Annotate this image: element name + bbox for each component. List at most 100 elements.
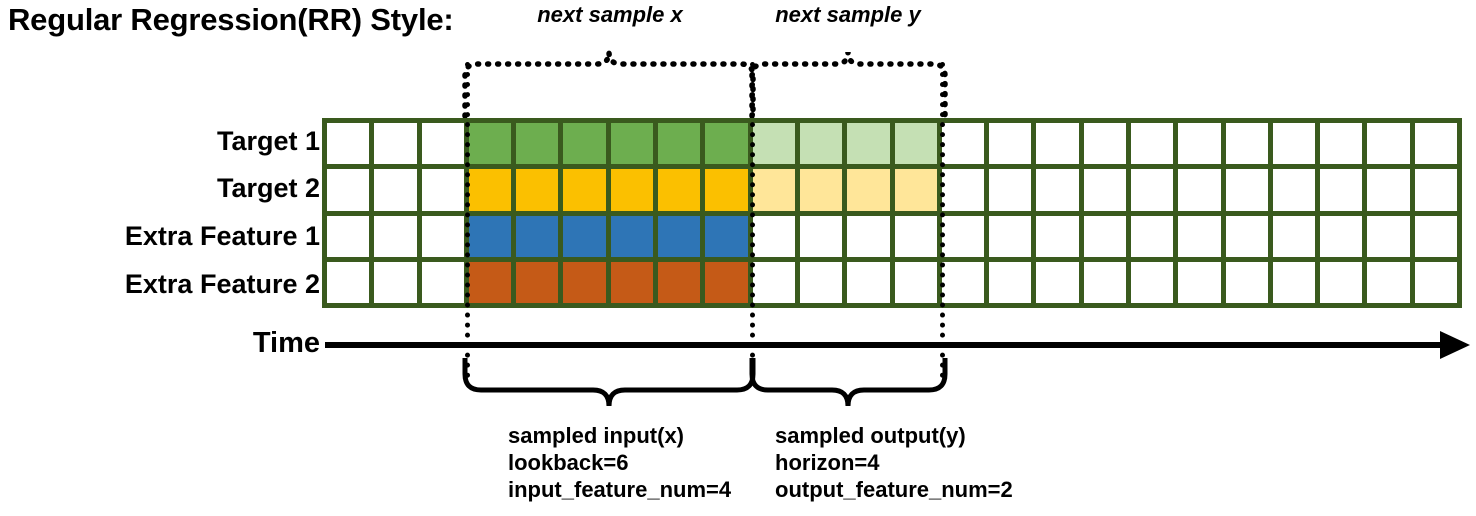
grid-cell-r1-c13-output: [894, 123, 937, 165]
divider-output-end: [940, 62, 945, 378]
grid-cell-r3-c16-empty: [1036, 215, 1079, 257]
grid-cell-r2-c21-empty: [1272, 169, 1316, 211]
grid-cell-r4-c14-empty: [941, 261, 985, 303]
grid-cell-r3-c15-empty: [989, 215, 1032, 257]
grid-cell-r1-c14-empty: [941, 123, 985, 165]
grid-cell-r3-c17-empty: [1083, 215, 1126, 257]
caption-output-line3: output_feature_num=2: [775, 477, 1013, 502]
grid-cell-r2-c6-input: [563, 169, 606, 211]
grid-cell-r1-c4-input: [468, 123, 512, 165]
grid-cell-r3-c6-input: [563, 215, 606, 257]
grid-cell-r3-c11-empty: [799, 215, 843, 257]
grid-cell-r2-c4-input: [468, 169, 512, 211]
grid-cell-r4-c2-empty: [374, 261, 417, 303]
grid-cell-r1-c9-input: [705, 123, 748, 165]
divider-input-start: [465, 62, 470, 378]
grid-cell-r3-c4-input: [468, 215, 512, 257]
grid-cell-r4-c24-empty: [1414, 261, 1457, 303]
row-label-target-1: Target 1: [216, 126, 320, 156]
grid-cell-r4-c16-empty: [1036, 261, 1079, 303]
grid-cell-r3-c13-empty: [894, 215, 937, 257]
grid-cell-r3-c10-empty: [752, 215, 795, 257]
grid-cell-r3-c5-input: [516, 215, 559, 257]
grid-cell-r2-c14-empty: [941, 169, 985, 211]
grid-cell-r2-c2-empty: [374, 169, 417, 211]
grid-cell-r4-c7-input: [610, 261, 654, 303]
grid-cell-r2-c19-empty: [1178, 169, 1221, 211]
caption-input-line3: input_feature_num=4: [508, 477, 732, 502]
grid-cell-r2-c20-empty: [1225, 169, 1268, 211]
divider-input-output: [750, 62, 755, 378]
caption-sampled-output: sampled output(y) horizon=4 output_featu…: [775, 422, 1013, 503]
grid-cell-r3-c8-input: [658, 215, 701, 257]
grid-cell-r1-c23-empty: [1367, 123, 1410, 165]
grid-cell-r4-c4-input: [468, 261, 512, 303]
grid-cell-r1-c22-empty: [1320, 123, 1363, 165]
grid-cell-r4-c3-empty: [421, 261, 464, 303]
brace-next-sample-x: [462, 51, 756, 118]
grid-cell-r3-c22-empty: [1320, 215, 1363, 257]
grid-cell-r1-c2-empty: [374, 123, 417, 165]
grid-cell-r1-c6-input: [563, 123, 606, 165]
grid-cell-r3-c18-empty: [1130, 215, 1174, 257]
brace-sampled-input: [462, 358, 756, 407]
grid-cell-r2-c10-output: [752, 169, 795, 211]
grid-cell-r3-c1-empty: [327, 215, 370, 257]
grid-cell-r3-c24-empty: [1414, 215, 1457, 257]
grid-cell-r3-c2-empty: [374, 215, 417, 257]
grid-cell-r1-c3-empty: [421, 123, 464, 165]
grid-cell-r1-c7-input: [610, 123, 654, 165]
grid-cell-r3-c20-empty: [1225, 215, 1268, 257]
caption-output-line1: sampled output(y): [775, 423, 966, 448]
brace-next-sample-y: [749, 51, 948, 118]
grid-cell-r4-c13-empty: [894, 261, 937, 303]
grid-cell-r3-c12-empty: [847, 215, 890, 257]
caption-next-sample-y: next sample y: [775, 2, 921, 27]
grid-cell-r2-c23-empty: [1367, 169, 1410, 211]
grid-cell-r1-c17-empty: [1083, 123, 1126, 165]
grid-cell-r1-c12-output: [847, 123, 890, 165]
grid-cell-r1-c24-empty: [1414, 123, 1457, 165]
brace-sampled-output: [749, 358, 948, 407]
grid-cell-r4-c19-empty: [1178, 261, 1221, 303]
caption-sampled-input: sampled input(x) lookback=6 input_featur…: [508, 422, 731, 503]
grid-cell-r1-c20-empty: [1225, 123, 1268, 165]
grid-cell-r4-c10-empty: [752, 261, 795, 303]
grid-cell-r3-c14-empty: [941, 215, 985, 257]
grid-cell-r1-c19-empty: [1178, 123, 1221, 165]
grid-cell-r4-c20-empty: [1225, 261, 1268, 303]
grid-cell-r4-c12-empty: [847, 261, 890, 303]
grid-cell-r4-c23-empty: [1367, 261, 1410, 303]
grid-cell-r4-c21-empty: [1272, 261, 1316, 303]
grid-cell-r4-c15-empty: [989, 261, 1032, 303]
grid-cell-r1-c5-input: [516, 123, 559, 165]
grid-cell-r4-c1-empty: [327, 261, 370, 303]
grid-cell-r1-c10-output: [752, 123, 795, 165]
grid-cell-r4-c6-input: [563, 261, 606, 303]
grid-cell-r4-c18-empty: [1130, 261, 1174, 303]
grid-cell-r1-c15-empty: [989, 123, 1032, 165]
row-label-extra-feature-2: Extra Feature 2: [124, 269, 320, 299]
row-label-extra-feature-1: Extra Feature 1: [124, 221, 320, 251]
caption-input-line1: sampled input(x): [508, 423, 685, 448]
grid-cell-r4-c8-input: [658, 261, 701, 303]
grid-cell-r1-c16-empty: [1036, 123, 1079, 165]
grid-cell-r2-c15-empty: [989, 169, 1032, 211]
grid-cell-r1-c1-empty: [327, 123, 370, 165]
grid-cell-r2-c16-empty: [1036, 169, 1079, 211]
grid-cell-r2-c3-empty: [421, 169, 464, 211]
grid-cell-r4-c9-input: [705, 261, 748, 303]
grid-cell-r2-c12-output: [847, 169, 890, 211]
grid-cell-r2-c13-output: [894, 169, 937, 211]
grid-cell-r3-c7-input: [610, 215, 654, 257]
grid-cell-r4-c22-empty: [1320, 261, 1363, 303]
grid-cell-r1-c8-input: [658, 123, 701, 165]
row-label-target-2: Target 2: [216, 173, 320, 203]
grid-cell-r2-c5-input: [516, 169, 559, 211]
grid-cell-r2-c1-empty: [327, 169, 370, 211]
grid-cell-r1-c11-output: [799, 123, 843, 165]
grid-cell-r2-c7-input: [610, 169, 654, 211]
grid-cell-r2-c24-empty: [1414, 169, 1457, 211]
time-axis-label: Time: [252, 327, 320, 359]
grid-cell-r3-c19-empty: [1178, 215, 1221, 257]
